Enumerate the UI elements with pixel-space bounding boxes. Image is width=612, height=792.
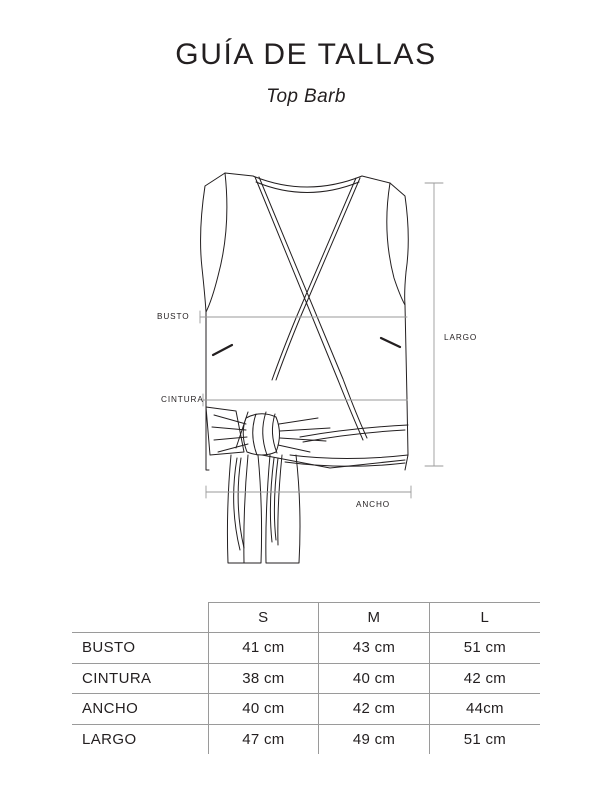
knot-core — [242, 413, 280, 456]
table-header-row: S M L — [72, 602, 540, 633]
cell-largo-m: 49 cm — [318, 723, 430, 754]
cell-ancho-m: 42 cm — [318, 693, 430, 725]
knot-flare-right-3 — [279, 437, 327, 442]
left-armhole — [205, 172, 228, 313]
knot-wrap-1 — [252, 413, 258, 456]
cell-busto-l: 51 cm — [428, 632, 540, 664]
back-neckline-inner — [255, 181, 360, 193]
back-neckline-outer — [252, 175, 363, 188]
right-shoulder-seam — [361, 175, 391, 184]
row-label-cintura: CINTURA — [72, 662, 209, 694]
right-armhole — [386, 182, 406, 306]
wrap-edge-left-inner — [258, 176, 368, 439]
row-label-busto: BUSTO — [72, 632, 209, 664]
size-table: S M L BUSTO 41 cm 43 cm 51 cm CINTURA 38… — [72, 602, 540, 754]
table-header-size-l: L — [428, 602, 540, 633]
table-row: LARGO 47 cm 49 cm 51 cm — [72, 723, 540, 754]
knot-flare-right-2 — [279, 427, 331, 432]
left-tie-band — [205, 406, 245, 456]
knot-flare-right-4 — [277, 444, 311, 453]
measurement-label-cintura: CINTURA — [161, 395, 204, 404]
knot-flare-right-1 — [278, 417, 319, 425]
cell-busto-m: 43 cm — [318, 632, 430, 664]
cell-ancho-l: 44cm — [428, 693, 540, 725]
lower-hem-sweep — [289, 454, 409, 459]
right-body-outline — [389, 182, 409, 471]
garment-technical-drawing — [199, 172, 444, 564]
product-name-subtitle: Top Barb — [266, 86, 346, 107]
tie-tail-1 — [233, 457, 241, 551]
cell-cintura-l: 42 cm — [428, 662, 540, 694]
wrap-edge-right-outer — [275, 177, 361, 381]
table-header-size-s: S — [207, 602, 320, 633]
cell-cintura-s: 38 cm — [207, 662, 320, 694]
wrap-edge-left-outer — [254, 176, 364, 441]
cell-largo-s: 47 cm — [207, 723, 320, 754]
table-row: ANCHO 40 cm 42 cm 44cm — [72, 693, 540, 725]
table-row: BUSTO 41 cm 43 cm 51 cm — [72, 632, 540, 664]
left-shoulder-seam — [224, 172, 254, 177]
row-label-ancho: ANCHO — [72, 693, 209, 725]
knot-wrap-3 — [271, 413, 278, 454]
hem-tie-diagonal — [261, 454, 406, 469]
knot-flare-left-2 — [211, 426, 247, 431]
row-label-largo: LARGO — [72, 723, 209, 754]
left-bust-dart — [211, 343, 234, 357]
hanging-tie-right-fold — [277, 454, 283, 546]
cell-cintura-m: 40 cm — [318, 662, 430, 694]
hanging-tie-left-fold — [243, 454, 249, 564]
hanging-tie-right — [265, 454, 301, 564]
knot-wrap-2 — [262, 411, 268, 456]
tie-tail-2 — [237, 457, 245, 549]
measurement-label-largo: LARGO — [444, 333, 478, 342]
cell-ancho-s: 40 cm — [207, 693, 320, 725]
cell-busto-s: 41 cm — [207, 632, 320, 664]
wrap-edge-right-inner — [271, 177, 357, 381]
right-tie-band-upper — [299, 424, 409, 438]
left-body-outline — [200, 172, 226, 471]
page-title: GUÍA DE TALLAS — [175, 38, 437, 71]
tie-tail-3 — [269, 457, 275, 543]
knot-flare-left-1 — [213, 414, 247, 425]
table-header-size-m: M — [318, 602, 430, 633]
table-header-corner — [72, 602, 209, 633]
table-row: CINTURA 38 cm 40 cm 42 cm — [72, 662, 540, 694]
cell-largo-l: 51 cm — [428, 723, 540, 754]
knot-flare-left-3 — [213, 436, 248, 441]
measurement-label-busto: BUSTO — [157, 312, 190, 321]
knot-flare-left-4 — [217, 443, 249, 453]
right-bust-dart — [379, 336, 402, 349]
measurement-label-ancho: ANCHO — [356, 500, 391, 509]
tie-tail-4 — [273, 457, 279, 541]
